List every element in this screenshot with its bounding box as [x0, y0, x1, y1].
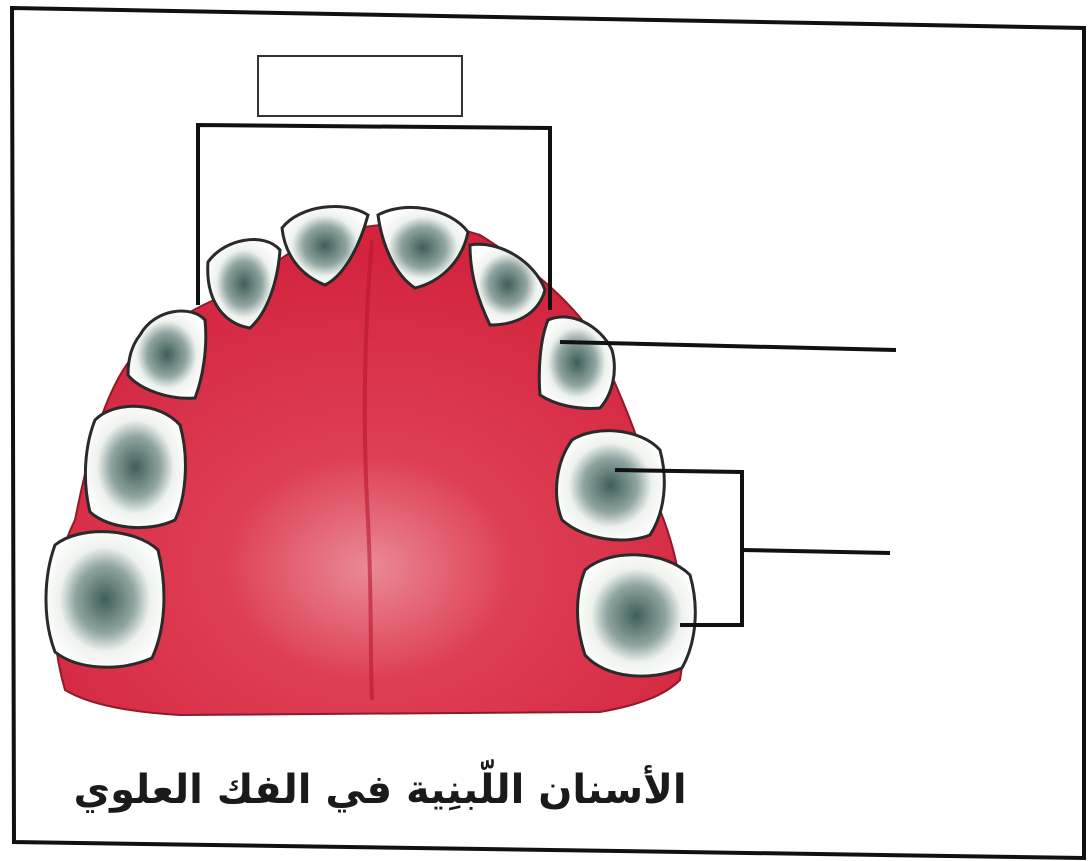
tooth-second-molar-left	[46, 532, 164, 668]
tooth-first-molar-right	[557, 431, 665, 540]
diagram-caption: الأسنان اللّبنِية في الفك العلوي	[60, 755, 700, 825]
incisors-label-box[interactable]	[258, 56, 462, 116]
molars-leader-line	[742, 550, 890, 553]
tooth-second-molar-right	[578, 555, 696, 676]
tooth-canine-right	[539, 317, 614, 409]
tooth-canine-left	[128, 311, 206, 398]
tooth-first-molar-left	[85, 406, 185, 527]
